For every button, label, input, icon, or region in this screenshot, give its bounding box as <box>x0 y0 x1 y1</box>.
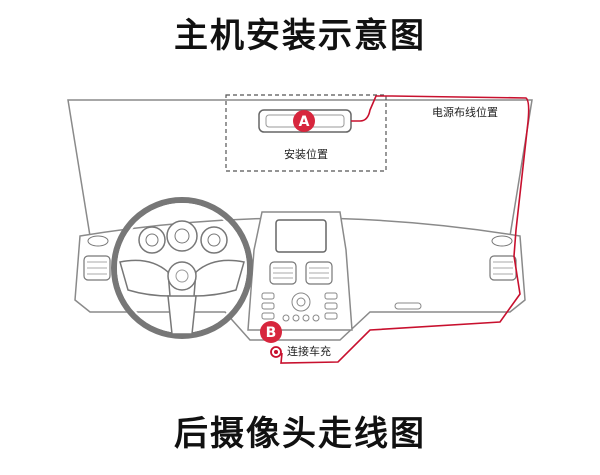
left-vent <box>83 255 111 281</box>
left-speaker <box>87 235 109 247</box>
marker-b-label: B <box>266 325 277 341</box>
power-wire <box>280 95 530 364</box>
power-line-position-label: 电源布线位置 <box>432 105 498 119</box>
install-position-label: 安装位置 <box>284 147 328 161</box>
diagram-subtitle: 后摄像头走线图 <box>174 414 426 454</box>
marker-a-label: A <box>299 114 310 130</box>
right-vent <box>489 255 517 281</box>
marker-b-badge: B <box>260 321 282 343</box>
infotainment-screen <box>275 219 327 253</box>
console-buttons <box>261 292 338 322</box>
steering-wheel <box>111 197 253 339</box>
marker-a-badge: A <box>293 110 315 132</box>
glovebox-handle <box>394 302 422 310</box>
connect-car-charger-label: 连接车充 <box>287 344 331 358</box>
install-area <box>225 94 387 172</box>
right-speaker <box>491 235 513 247</box>
instrument-cluster <box>138 220 228 254</box>
diagram-title: 主机安装示意图 <box>174 16 426 56</box>
